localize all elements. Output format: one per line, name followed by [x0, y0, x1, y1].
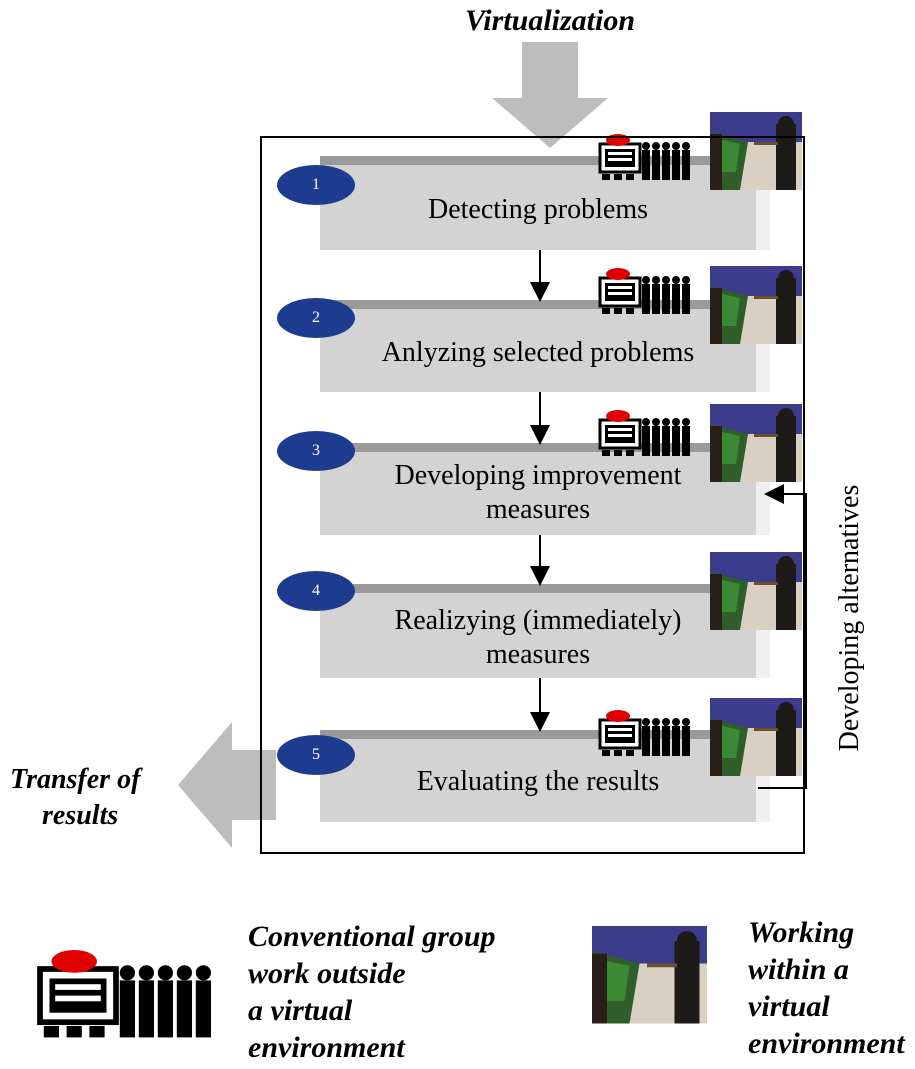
step-box-2 [320, 300, 770, 392]
feedback-arrow [758, 484, 807, 789]
step-number-badge: 2 [277, 298, 355, 338]
step-number-badge: 5 [277, 735, 355, 775]
virtualization-label: Virtualization [464, 4, 636, 37]
transfer-label: Transfer of results [10, 764, 141, 831]
legend-group-work-icon [40, 950, 211, 1037]
process-frame [260, 136, 805, 854]
step-number-badge: 4 [277, 571, 355, 611]
step-box-4 [320, 584, 770, 678]
step-label-1: Detecting problems [427, 194, 649, 225]
feedback-label: Developing alternatives [834, 485, 865, 752]
step-number-badge: 1 [277, 165, 355, 205]
step-label-5: Evaluating the results [416, 766, 660, 797]
step-label-3: Developing improvement measures [394, 460, 682, 525]
transfer-arrow [178, 722, 276, 848]
step-box-1 [320, 156, 770, 250]
step-label-2: Anlyzing selected problems [381, 337, 695, 368]
step-number-badge: 3 [277, 431, 355, 471]
legend-virtual-environment-icon [592, 926, 707, 1024]
legend-virtual-label: Working within a virtual environment [748, 916, 905, 1060]
step-label-4: Realizying (immediately) measures [394, 605, 682, 670]
step-box-3 [320, 443, 770, 535]
legend-conventional-label: Conventional group work outside a virtua… [248, 920, 496, 1064]
